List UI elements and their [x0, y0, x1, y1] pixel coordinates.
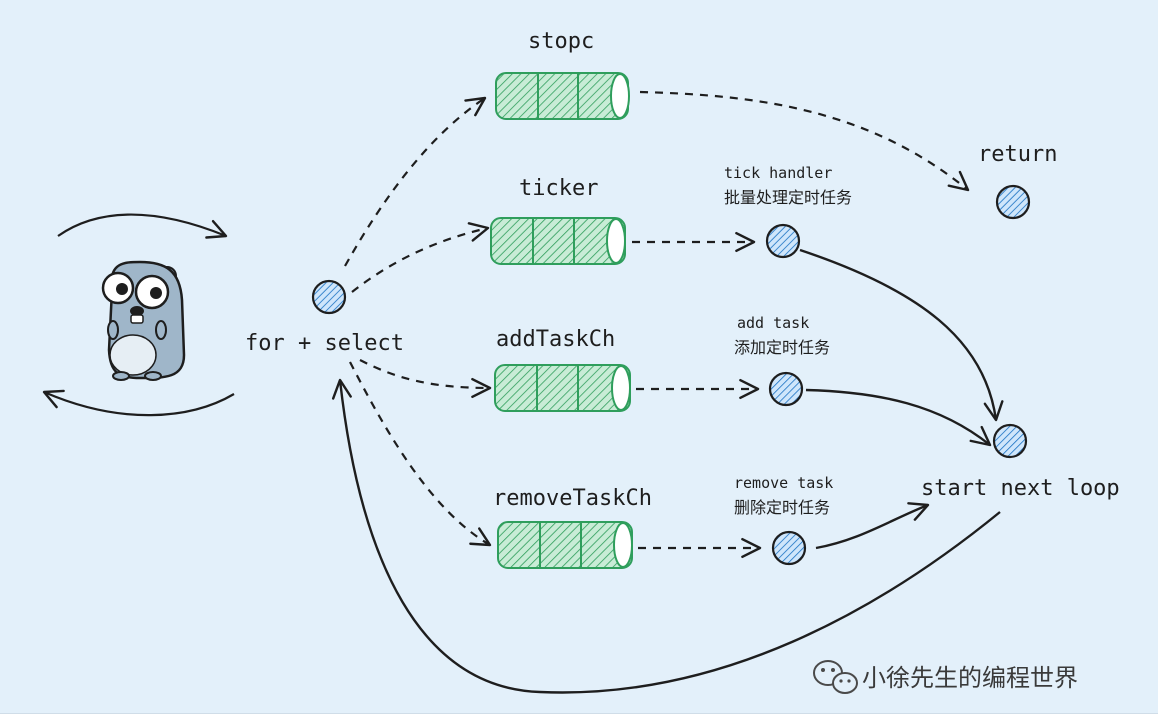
channel-label-addtaskch: addTaskCh — [496, 327, 615, 352]
arrow-next-loop-back-to-select — [331, 378, 1001, 694]
channel-label-ticker: ticker — [519, 176, 598, 201]
return-node — [995, 184, 1031, 220]
dash-arrow-select-to-ticker — [351, 222, 490, 293]
loop-arrow-bottom — [42, 389, 235, 417]
handler-title-remove: remove task — [734, 474, 833, 492]
select-node — [311, 279, 347, 315]
dash-arrow-stopc-to-return — [639, 90, 970, 192]
wechat-icon — [813, 660, 858, 694]
return-label: return — [978, 142, 1057, 167]
arrow-add-to-next-loop — [805, 388, 992, 447]
dash-arrow-select-to-addtask — [359, 359, 492, 399]
gopher-mascot-icon — [101, 260, 186, 381]
channel-label-stopc: stopc — [528, 29, 594, 54]
handler-desc-tick: 批量处理定时任务 — [724, 188, 852, 207]
add-task-node — [768, 371, 804, 407]
channel-ticker — [490, 217, 626, 265]
channel-addtaskch — [494, 364, 631, 412]
arrow-tick-to-next-loop — [799, 248, 1004, 422]
watermark-text: 小徐先生的编程世界 — [862, 664, 1078, 692]
tick-handler-node — [765, 223, 801, 259]
dash-arrow-select-to-removetask — [349, 361, 492, 547]
dash-arrow-select-to-stopc — [344, 96, 487, 267]
handler-desc-remove: 删除定时任务 — [734, 498, 830, 517]
channel-label-removetaskch: removeTaskCh — [493, 486, 652, 511]
loop-label: for + select — [245, 331, 404, 356]
loop-arrow-top — [57, 213, 228, 239]
remove-task-node — [771, 530, 807, 566]
handler-title-tick: tick handler — [724, 164, 832, 182]
handler-desc-add: 添加定时任务 — [734, 338, 830, 357]
handler-title-add: add task — [737, 314, 809, 332]
next-loop-node — [992, 423, 1028, 459]
arrow-remove-to-next-loop — [815, 502, 930, 550]
channel-removetaskch — [497, 521, 633, 569]
next-loop-label: start next loop — [921, 476, 1120, 501]
channel-stopc — [495, 72, 630, 120]
